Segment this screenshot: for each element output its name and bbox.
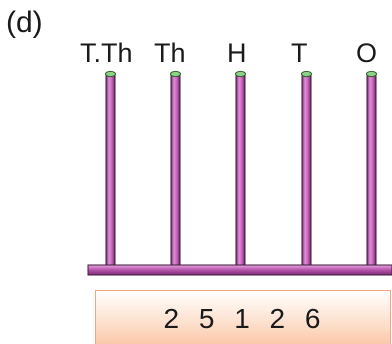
place-label-hundreds: H xyxy=(227,38,247,68)
part-label: (d) xyxy=(6,6,43,39)
place-label-ones: O xyxy=(356,38,378,68)
rod-tens xyxy=(301,70,312,268)
number-value: 2 5 1 2 6 xyxy=(163,303,327,334)
number-box: 2 5 1 2 6 xyxy=(95,290,391,344)
place-label-tens: T xyxy=(291,38,308,68)
rod-thousands xyxy=(170,70,181,268)
rod-ten-thousands xyxy=(105,70,116,268)
abacus-base xyxy=(87,264,392,276)
place-label-thousands: Th xyxy=(154,38,186,68)
rod-hundreds xyxy=(235,70,246,268)
place-label-ten-thousands: T.Th xyxy=(80,38,133,68)
rod-ones xyxy=(366,70,377,268)
